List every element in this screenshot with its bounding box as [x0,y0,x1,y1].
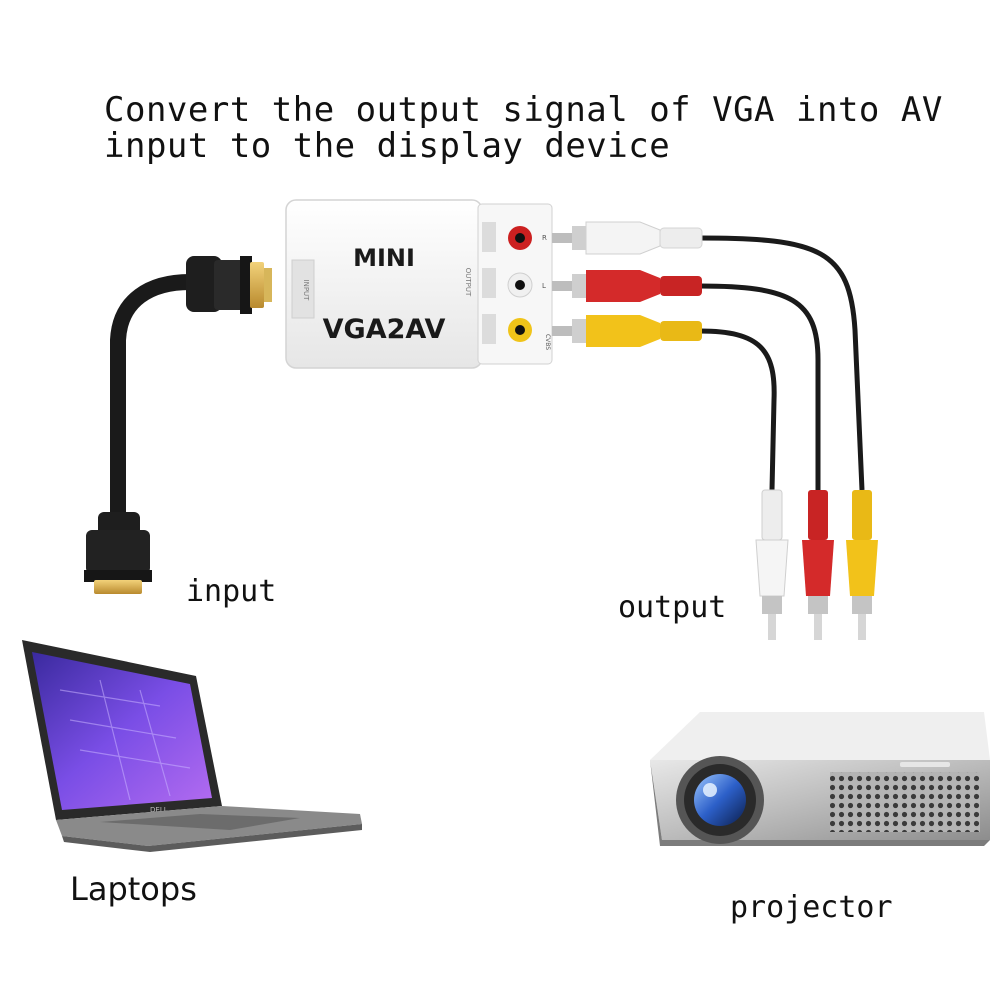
jack-r-label: R [542,234,547,242]
laptop: DELL [22,640,362,852]
rca-plug-yellow-top [552,315,702,347]
rca-plug-white-top [552,221,703,255]
headline-line-1: Convert the output signal of VGA into AV [104,90,943,130]
vga-connector-bottom [84,512,152,594]
projector [650,712,990,846]
rca-plug-red-top [552,270,702,302]
headline: Convert the output signal of VGA into AV… [104,92,984,164]
rca-plug-yellow-bottom [846,490,878,640]
jack-l-label: L [542,282,546,290]
rca-cables [552,221,878,640]
projector-lens [676,756,764,844]
jack-yellow [508,318,532,342]
adapter-input-label: INPUT [302,280,310,302]
laptop-logo: DELL [150,806,168,814]
vga2av-adapter: INPUT MINI VGA2AV OUTPUT R L CVBS [285,199,553,369]
adapter-brand: MINI [353,244,415,272]
rca-plug-red-bottom [802,490,834,640]
label-input: input [186,574,277,609]
jack-white [507,272,533,298]
label-output: output [618,590,727,625]
label-projector: projector [730,890,893,925]
label-laptops: Laptops [70,870,197,908]
adapter-model: VGA2AV [323,314,446,345]
adapter-output-label: OUTPUT [464,268,472,297]
vga-cable [84,256,272,594]
jack-cvbs-label: CVBS [544,334,551,350]
rca-plug-white-bottom [755,489,789,640]
jack-red [508,226,532,250]
headline-line-2: input to the display device [104,126,671,166]
vga-connector-top [186,256,272,314]
